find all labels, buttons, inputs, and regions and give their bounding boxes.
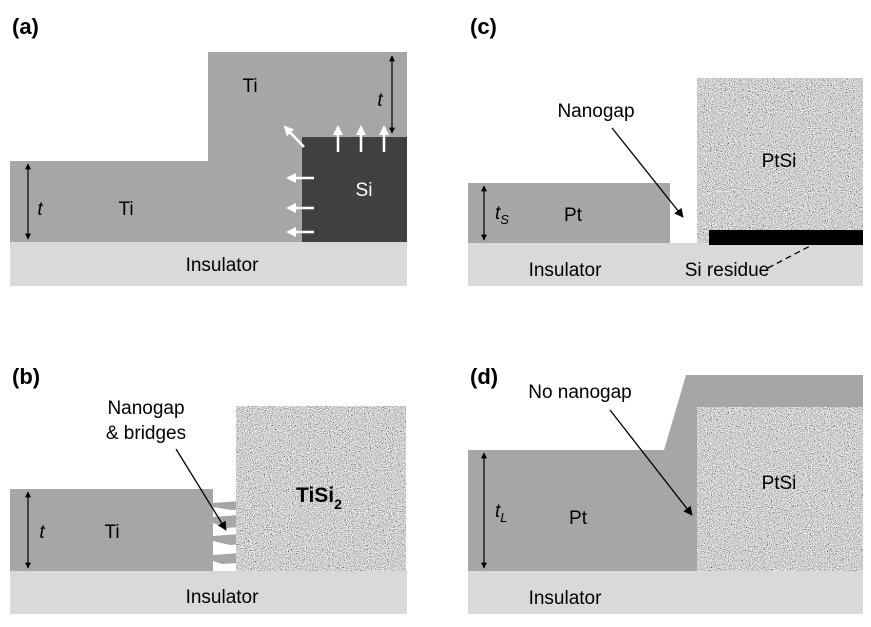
- panel-c-pt-layer: [468, 183, 670, 243]
- panel-a-si-label: Si: [356, 180, 373, 201]
- panel-c-nanogap-arrow: [611, 127, 684, 218]
- panel-c-ts-label: tS: [495, 203, 509, 227]
- panel-a-ti-lower-label: Ti: [118, 199, 133, 220]
- panel-a-ti-layer: [10, 52, 407, 242]
- panel-c-insulator-label: Insulator: [529, 260, 603, 281]
- panel-d: (d) PtSi Pt Insulator No nanogap tL: [468, 364, 863, 614]
- panel-b-annotation-line1: Nanogap: [107, 398, 184, 419]
- panel-b-bridges: [213, 501, 240, 564]
- panel-c-pt-label: Pt: [564, 205, 583, 226]
- bridge: [213, 534, 240, 545]
- panel-c-si-residue-label: Si residue: [685, 260, 770, 281]
- panel-a-t-left-label: t: [37, 199, 43, 220]
- panel-a-insulator-label: Insulator: [186, 255, 260, 276]
- panel-a-insulator-layer: [10, 242, 407, 286]
- panel-d-pt-layer: [468, 375, 863, 571]
- panel-d-tl-label: tL: [495, 501, 508, 525]
- panel-a-si-block: [302, 137, 407, 242]
- bridge: [213, 553, 240, 564]
- panel-a-diffusion-arrows: [283, 125, 389, 237]
- panel-d-label: (d): [470, 364, 498, 389]
- panel-b-tisi2-block: [236, 406, 406, 571]
- panel-a-label: (a): [12, 14, 39, 39]
- panel-d-no-nanogap-arrow: [609, 409, 693, 516]
- panel-d-insulator-layer: [468, 571, 863, 614]
- panel-d-insulator-label: Insulator: [529, 588, 603, 609]
- panel-b-label: (b): [12, 364, 40, 389]
- panel-b-tisi2-label: TiSi2: [296, 484, 342, 512]
- panel-c: (c) PtSi Pt Insulator Si residue Nanogap…: [468, 14, 863, 286]
- panel-a-ti-upper-label: Ti: [242, 76, 257, 97]
- panel-b-annotation-line2: & bridges: [106, 423, 186, 444]
- panel-b-annotation-arrow: [175, 448, 227, 531]
- panel-c-insulator-layer: [468, 243, 863, 286]
- diagonal-arrow-icon: [283, 125, 305, 148]
- panel-b-ti-label: Ti: [104, 522, 119, 543]
- panel-c-nanogap-label: Nanogap: [557, 101, 634, 122]
- panel-b-insulator-label: Insulator: [186, 587, 260, 608]
- panel-a: (a) Ti Ti Si Insulator t t: [10, 14, 407, 286]
- panel-c-si-residue-pointer: [767, 244, 813, 269]
- panel-b-t-label: t: [39, 522, 45, 543]
- bridge: [213, 515, 240, 528]
- panel-c-ptsi-label: PtSi: [762, 151, 797, 172]
- panel-b-insulator-layer: [10, 571, 407, 614]
- panel-d-pt-label: Pt: [569, 508, 588, 529]
- panel-a-t-right-label: t: [377, 90, 383, 111]
- panel-d-ptsi-label: PtSi: [762, 473, 797, 494]
- panel-b-ti-layer: [10, 489, 213, 571]
- bridge: [213, 501, 240, 510]
- panel-b: (b) TiSi2 Ti Insulator t Nanogap & bridg…: [10, 364, 407, 614]
- panel-c-si-residue: [709, 230, 863, 245]
- panel-d-no-nanogap-label: No nanogap: [528, 382, 632, 403]
- panel-d-ptsi-block: [697, 407, 863, 571]
- panel-c-ptsi-block: [697, 78, 863, 243]
- panel-c-label: (c): [470, 14, 497, 39]
